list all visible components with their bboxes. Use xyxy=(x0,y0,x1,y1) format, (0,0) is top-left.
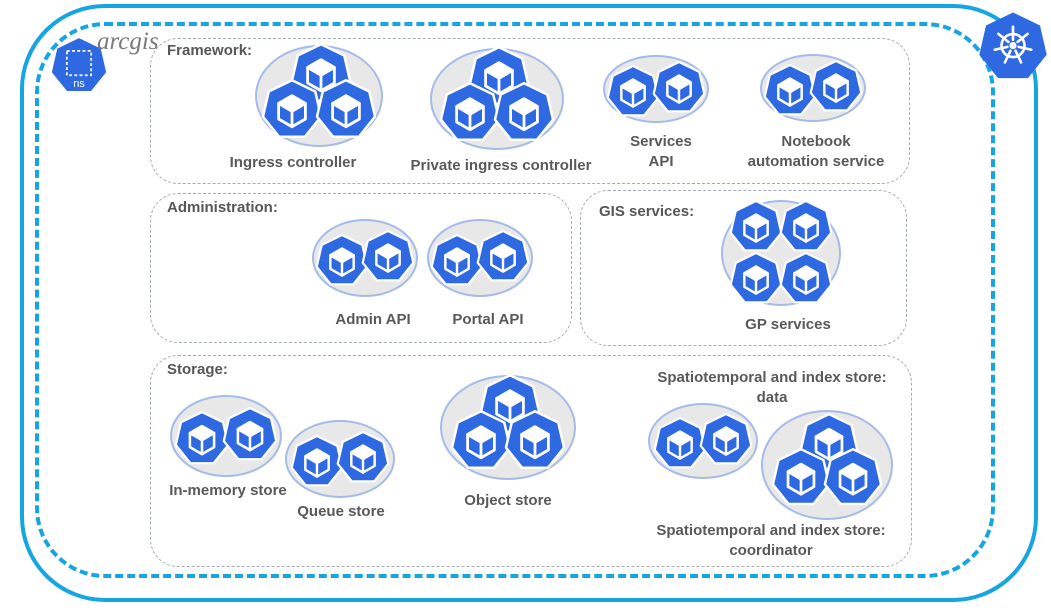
pod-icon xyxy=(809,59,863,112)
kubernetes-namespace-icon xyxy=(51,38,107,92)
namespace-badge: ns xyxy=(50,36,108,96)
pod-icon xyxy=(430,233,484,286)
pod-group-label-portal-api: Portal API xyxy=(452,311,524,328)
pod-group-services-api xyxy=(603,55,709,123)
pod-group-label-spatiotemporal-data: Spatiotemporal and index store: data xyxy=(657,369,887,406)
pod-icon xyxy=(493,81,554,141)
pod-group-label-admin-api: Admin API xyxy=(335,311,411,328)
pod-icon xyxy=(779,200,833,252)
pod-group-label-notebook-automation-service: Notebook automation service xyxy=(747,133,885,170)
pod-group-spatiotemporal-coordinator xyxy=(761,410,893,520)
pod-icon xyxy=(779,251,833,304)
pod-icon xyxy=(771,448,831,506)
cluster-boundary xyxy=(20,4,1038,602)
section-gis-services-label: GIS services: xyxy=(599,203,695,220)
pod-icon xyxy=(262,78,323,138)
arcgis-label: arcgis xyxy=(97,28,159,55)
section-storage-label: Storage: xyxy=(167,361,228,378)
pod-group-label-private-ingress-controller: Private ingress controller xyxy=(410,157,592,174)
pod-icon xyxy=(174,410,230,465)
pod-group-label-queue-store: Queue store xyxy=(297,503,385,520)
pod-icon xyxy=(763,63,817,116)
pod-icon xyxy=(222,406,278,461)
pod-group-portal-api xyxy=(427,219,533,297)
pod-group-in-memory-store xyxy=(170,395,282,477)
pod-icon xyxy=(315,78,376,138)
pod-icon xyxy=(699,412,753,465)
pod-icon xyxy=(451,410,512,470)
pod-group-label-services-api: Services API xyxy=(630,133,692,170)
pod-group-notebook-automation-service xyxy=(760,54,866,122)
section-storage xyxy=(150,355,912,567)
pod-icon xyxy=(440,81,501,141)
pod-icon xyxy=(729,200,783,252)
pod-group-queue-store xyxy=(285,420,395,498)
pod-icon xyxy=(504,410,565,470)
pod-icon xyxy=(476,229,530,282)
namespace-label: ns xyxy=(73,78,85,90)
namespace-boundary xyxy=(35,22,995,578)
section-gis-services xyxy=(580,190,907,346)
pod-group-label-spatiotemporal-coordinator: Spatiotemporal and index store: coordina… xyxy=(656,522,886,559)
pod-group-spatiotemporal-data xyxy=(648,403,758,479)
section-administration xyxy=(150,193,572,343)
pod-group-label-in-memory-store: In-memory store xyxy=(169,482,287,499)
pod-group-label-gp-services: GP services xyxy=(745,316,831,333)
pod-icon xyxy=(652,60,706,113)
pod-group-ingress-controller xyxy=(255,42,383,147)
pod-group-label-object-store: Object store xyxy=(464,492,552,509)
pod-group-object-store xyxy=(440,374,576,480)
kubernetes-logo-icon xyxy=(979,12,1047,79)
pod-icon xyxy=(315,233,369,286)
section-framework-label: Framework: xyxy=(167,42,253,59)
pod-icon xyxy=(336,430,390,483)
section-framework xyxy=(150,38,910,184)
pod-group-gp-services xyxy=(721,200,841,306)
pod-icon xyxy=(653,416,707,469)
pod-group-private-ingress-controller xyxy=(430,45,564,150)
pod-icon xyxy=(361,229,415,282)
pod-group-label-ingress-controller: Ingress controller xyxy=(229,154,357,171)
pod-icon xyxy=(290,434,344,487)
pod-icon xyxy=(729,251,783,304)
pod-group-admin-api xyxy=(312,219,418,297)
section-administration-label: Administration: xyxy=(167,199,278,216)
pod-icon xyxy=(823,448,883,506)
pod-icon xyxy=(606,64,660,117)
